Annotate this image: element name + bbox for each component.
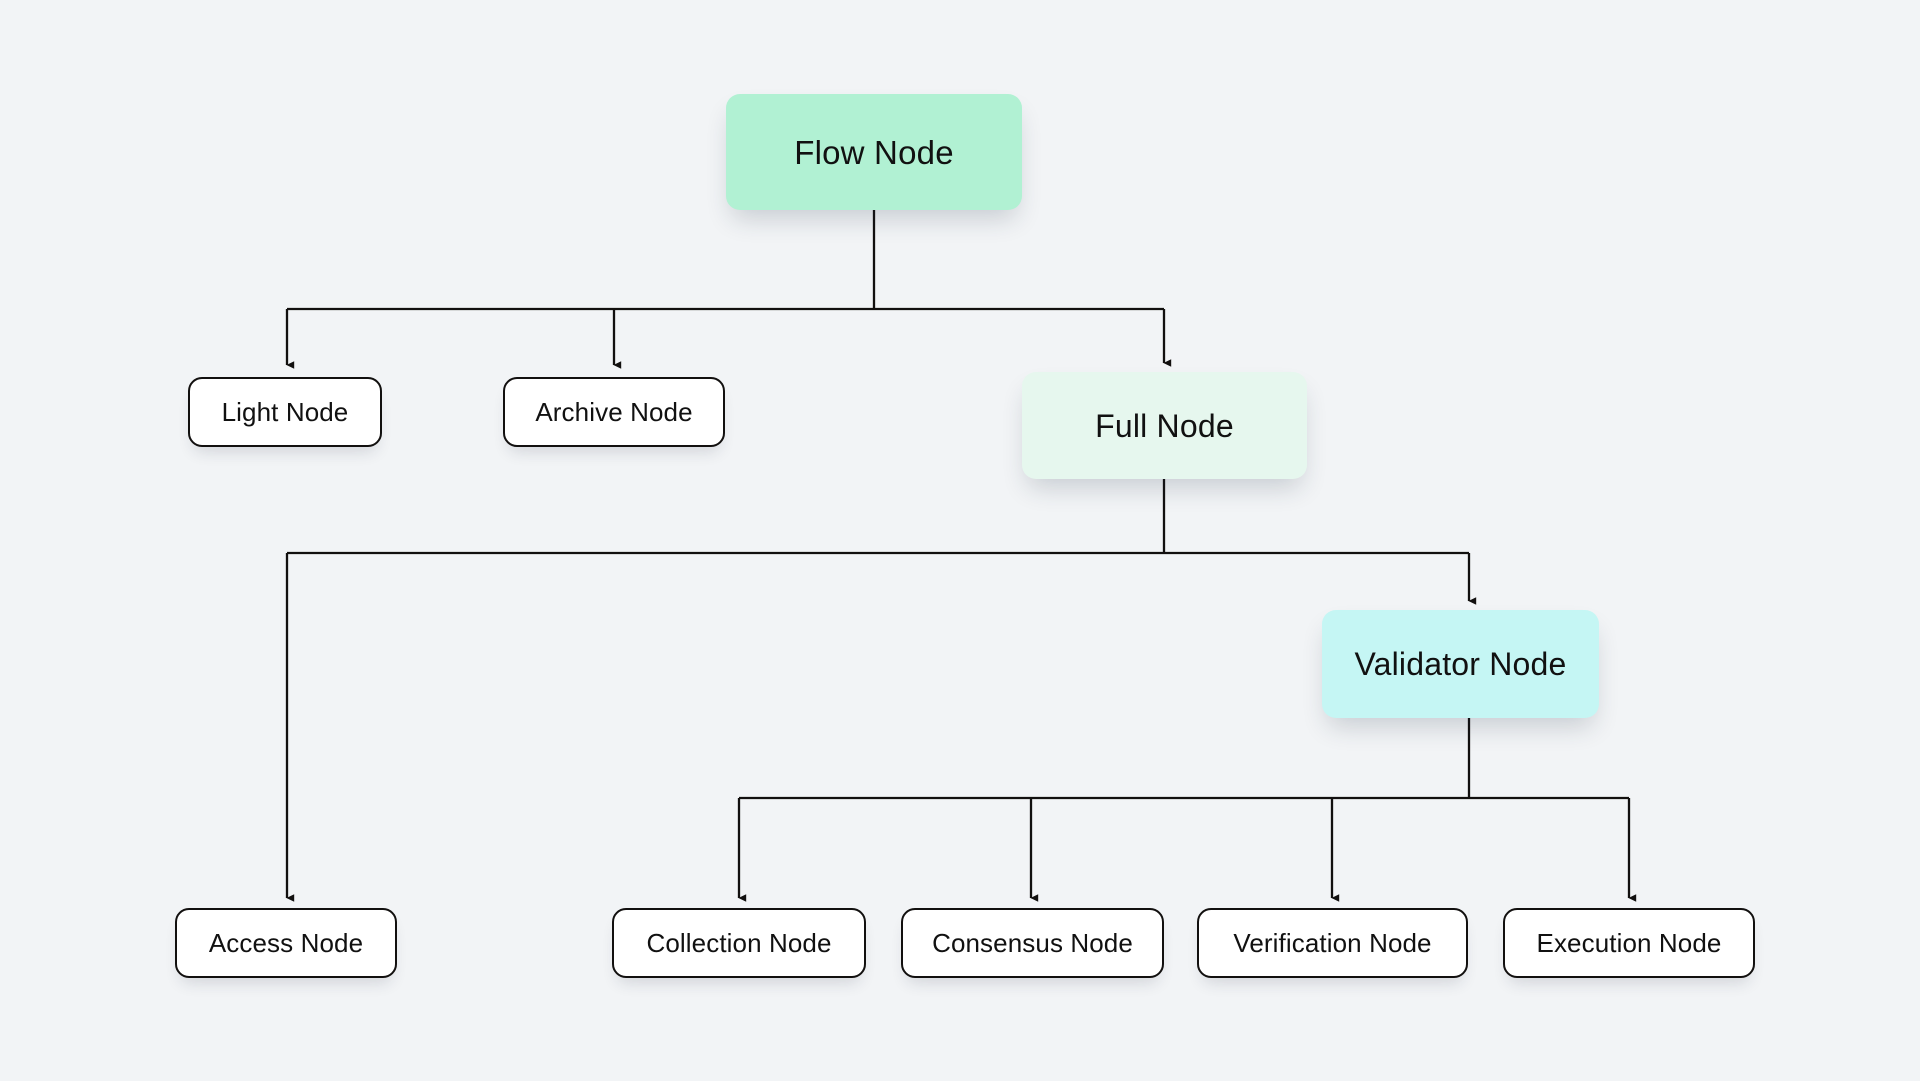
node-label: Validator Node [1354, 646, 1567, 682]
node-execution-node[interactable]: Execution Node [1503, 908, 1755, 978]
node-label: Verification Node [1233, 928, 1432, 958]
node-collection-node[interactable]: Collection Node [612, 908, 866, 978]
node-label: Consensus Node [932, 928, 1133, 958]
node-label: Flow Node [794, 133, 954, 171]
node-consensus-node[interactable]: Consensus Node [901, 908, 1164, 978]
node-archive-node[interactable]: Archive Node [503, 377, 725, 447]
node-label: Collection Node [646, 928, 832, 958]
node-label: Archive Node [535, 397, 693, 427]
node-verification-node[interactable]: Verification Node [1197, 908, 1468, 978]
node-label: Execution Node [1536, 928, 1722, 958]
node-label: Full Node [1095, 407, 1234, 444]
node-flow-node[interactable]: Flow Node [726, 94, 1022, 210]
node-label: Access Node [208, 928, 364, 958]
node-access-node[interactable]: Access Node [175, 908, 397, 978]
node-label: Light Node [221, 397, 349, 427]
node-full-node[interactable]: Full Node [1022, 372, 1307, 479]
node-light-node[interactable]: Light Node [188, 377, 382, 447]
node-validator-node[interactable]: Validator Node [1322, 610, 1599, 718]
